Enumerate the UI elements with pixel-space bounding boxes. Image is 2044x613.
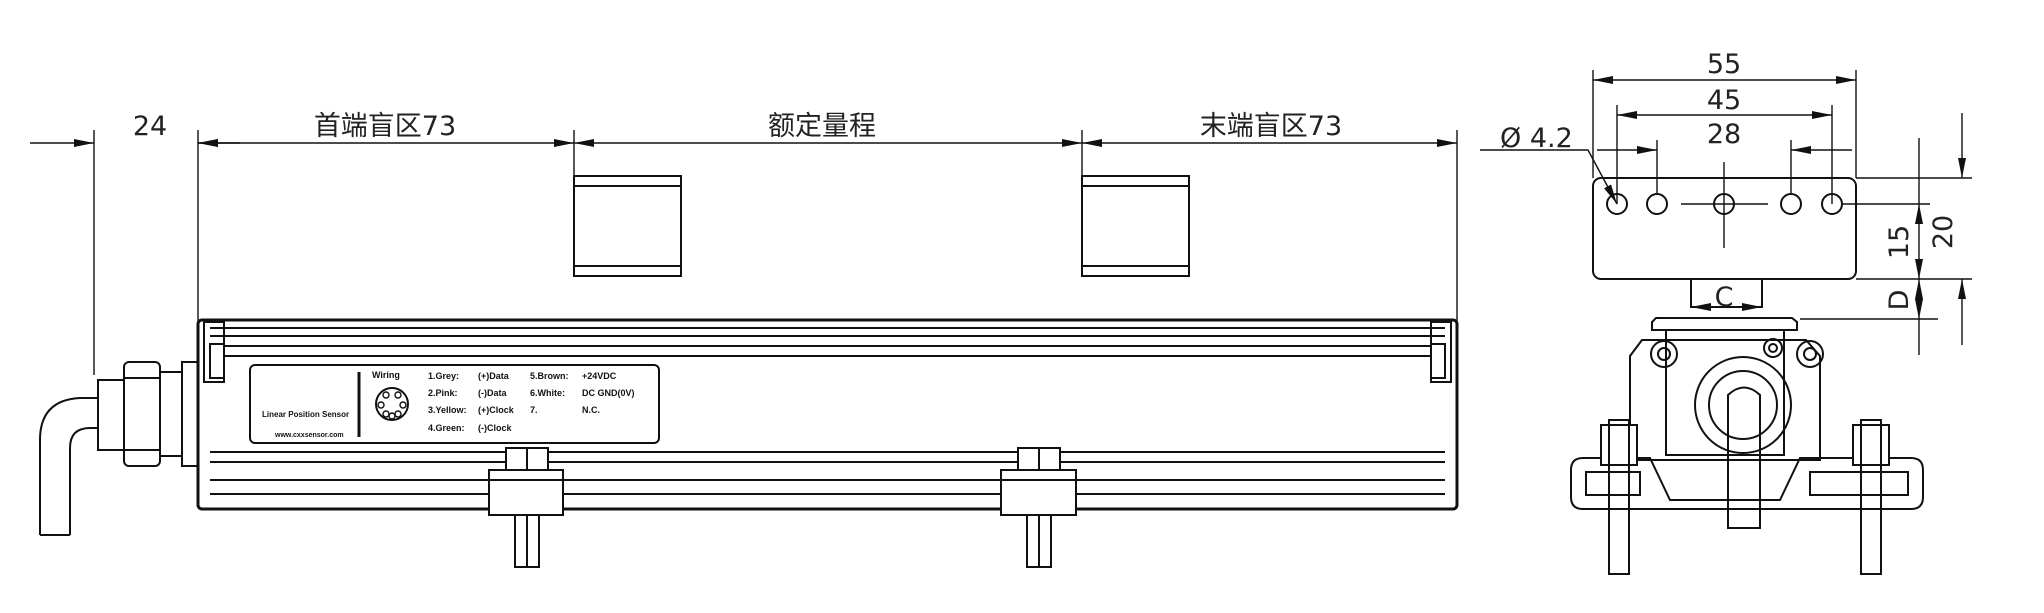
label-website: www.cxxsensor.com	[274, 432, 344, 439]
dim-plate-height: 20	[1928, 215, 1959, 249]
pin-5-signal: +24VDC	[582, 371, 617, 381]
pin-1-signal: (+)Data	[478, 371, 510, 381]
front-dimensions: 24 首端盲区73 额定量程 末端盲区73	[30, 111, 1458, 375]
magnet-carriage-top	[573, 175, 1190, 277]
pin-6-signal: DC GND(0V)	[582, 388, 635, 398]
pin-4-signal: (-)Clock	[478, 423, 512, 433]
dim-neck-width: C	[1715, 282, 1734, 313]
cable-gland	[39, 361, 199, 536]
magnet-plate-side: C	[1592, 162, 1857, 313]
pin-5-num: 5.Brown:	[530, 371, 569, 381]
label-wiring-title: Wiring	[372, 370, 400, 380]
pin-1-num: 1.Grey:	[428, 371, 459, 381]
pin-7-signal: N.C.	[582, 405, 600, 415]
dim-inner-hole-spacing: 28	[1707, 119, 1741, 150]
dim-tail-dead-zone: 末端盲区73	[1200, 111, 1342, 142]
pin-2-signal: (-)Data	[478, 388, 507, 398]
product-label: Linear Position Sensor www.cxxsensor.com…	[249, 364, 660, 444]
dim-plate-width: 55	[1707, 49, 1741, 80]
dim-gap: D	[1884, 290, 1915, 311]
pin-3-signal: (+)Clock	[478, 405, 515, 415]
dim-hole-diameter: Ø 4.2	[1500, 123, 1573, 154]
pin-3-num: 3.Yellow:	[428, 405, 467, 415]
label-product-name: Linear Position Sensor	[262, 410, 349, 419]
dim-head-dead-zone: 首端盲区73	[314, 111, 456, 142]
pin-2-num: 2.Pink:	[428, 388, 458, 398]
dim-stroke-range: 额定量程	[768, 111, 876, 142]
sensor-body-end-view	[1570, 317, 1924, 575]
dim-left-offset: 24	[133, 111, 167, 142]
pin-4-num: 4.Green:	[428, 423, 465, 433]
dim-outer-hole-spacing: 45	[1707, 85, 1741, 116]
pin-7-num: 7.	[530, 405, 538, 415]
dim-hole-height: 15	[1884, 225, 1915, 259]
mounting-clamps	[488, 447, 1077, 568]
connector-pinout-icon	[375, 387, 409, 421]
pin-6-num: 6.White:	[530, 388, 565, 398]
sensor-body	[196, 318, 1459, 511]
side-dimensions: 55 45 28 Ø 4.2 15 20 D	[1480, 49, 1972, 355]
